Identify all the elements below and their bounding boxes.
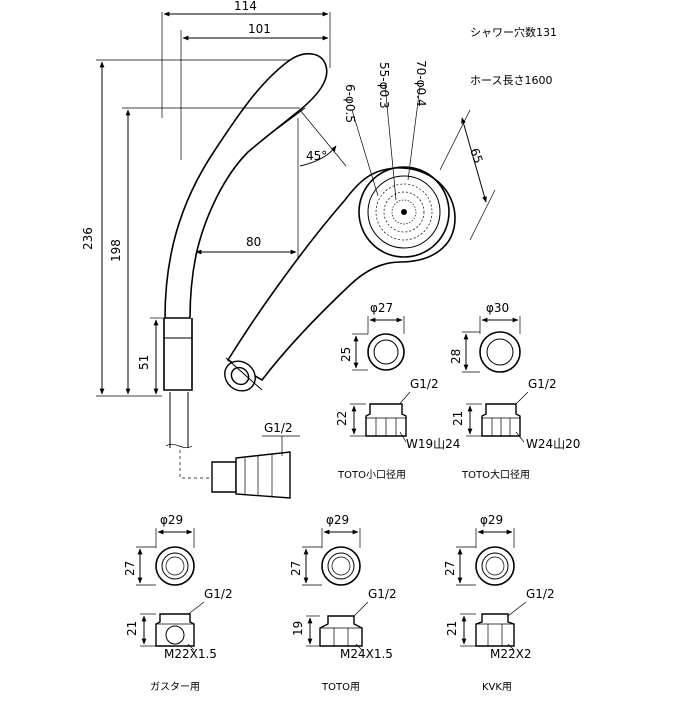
adapter-1-caption: TOTO大口径用: [461, 468, 530, 481]
adapter-3-caption: TOTO用: [321, 682, 360, 693]
dim-80: 80: [246, 235, 261, 249]
adapter-1-spec: W24山20: [526, 437, 580, 451]
dim-198: 198: [109, 239, 123, 262]
adapter-2-caption: ガスター用: [150, 681, 200, 693]
dim-65: 65: [467, 146, 485, 165]
adapter-2-dia: φ29: [160, 513, 183, 527]
adapter-4-height2: 21: [445, 621, 459, 636]
shower-head-side-view: [163, 53, 328, 499]
adapter-2-height2: 21: [125, 621, 139, 636]
holes-6: 6-φ0.5: [343, 84, 357, 123]
holes-55: 55-φ0.3: [377, 62, 391, 109]
adapter-0-spec: W19山24: [406, 437, 460, 451]
adapter-toto-large: φ30 28 G1/2 21 W24山20 TOTO大口径用: [449, 301, 580, 481]
adapter-4-height: 27: [443, 561, 457, 576]
adapter-0-thread: G1/2: [410, 377, 439, 391]
adapter-gaster: φ29 27 G1/2 21 M22X1.5 ガスター用: [123, 513, 233, 693]
dim-114: 114: [234, 0, 257, 13]
holes-70: 70-φ0.4: [414, 60, 428, 107]
adapter-0-height: 25: [339, 347, 353, 362]
adapter-1-height: 28: [449, 349, 463, 364]
adapter-1-height2: 21: [451, 411, 465, 426]
adapter-2-height: 27: [123, 561, 137, 576]
adapter-3-height2: 19: [291, 621, 305, 636]
dim-51: 51: [137, 355, 151, 370]
adapter-3-thread: G1/2: [368, 587, 397, 601]
adapter-3-dia: φ29: [326, 513, 349, 527]
hose-length-note: ホース長さ1600: [470, 74, 552, 87]
adapter-toto: φ29 27 G1/2 19 M24X1.5 TOTO用: [289, 513, 397, 693]
adapter-0-dia: φ27: [370, 301, 393, 315]
dim-angle: 45°: [306, 149, 327, 163]
adapter-4-dia: φ29: [480, 513, 503, 527]
adapter-2-spec: M22X1.5: [164, 647, 217, 661]
adapter-0-caption: TOTO小口径用: [337, 468, 406, 481]
adapter-1-dia: φ30: [486, 301, 509, 315]
adapter-4-spec: M22X2: [490, 647, 531, 661]
hose-thread-label: G1/2: [264, 421, 293, 435]
dim-101: 101: [248, 22, 271, 36]
adapter-0-height2: 22: [335, 411, 349, 426]
adapter-4-caption: KVK用: [482, 682, 512, 693]
shower-head-front-view: [224, 166, 456, 392]
adapter-4-thread: G1/2: [526, 587, 555, 601]
adapter-kvk: φ29 27 G1/2 21 M22X2 KVK用: [443, 513, 555, 693]
adapter-3-spec: M24X1.5: [340, 647, 393, 661]
adapter-1-thread: G1/2: [528, 377, 557, 391]
shower-holes-note: シャワー穴数131: [470, 25, 557, 39]
adapter-2-thread: G1/2: [204, 587, 233, 601]
adapter-toto-small: φ27 25 G1/2 22 W19山24 TOTO小口径用: [335, 301, 460, 481]
adapter-3-height: 27: [289, 561, 303, 576]
dim-236: 236: [81, 227, 95, 250]
